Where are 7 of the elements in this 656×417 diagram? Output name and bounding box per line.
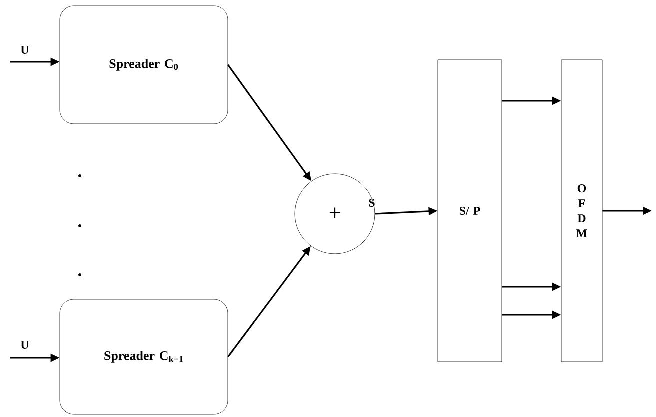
converter-box: S/ P <box>438 60 502 362</box>
edge-label: U <box>20 341 30 349</box>
edge-label: U <box>20 46 30 54</box>
spreader-box: Spreader C$_{0}$ <box>60 6 228 124</box>
spreader-box: Spreader C$_{k−1}$ <box>60 299 228 415</box>
ofdm-box: O F D M <box>561 60 603 362</box>
edge-label: S <box>369 198 375 208</box>
